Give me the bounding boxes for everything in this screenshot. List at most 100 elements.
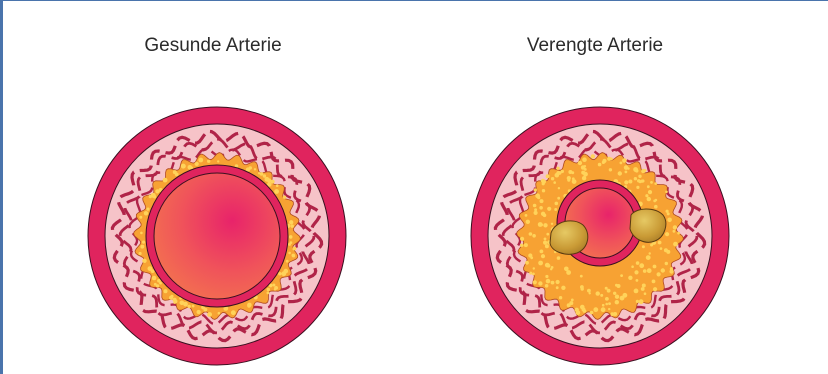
fat-dot [534,211,538,215]
fat-dot [596,291,600,295]
fat-dot [543,223,547,227]
fat-dot [217,160,219,162]
fat-dot [610,158,613,161]
fat-dot [591,154,595,158]
fat-dot [547,207,551,211]
fat-dot [572,179,577,184]
fat-dot [541,179,545,183]
fat-dot [289,220,293,224]
fat-dot [544,238,547,241]
fat-dot [267,288,270,291]
fat-dot [634,270,638,274]
fat-dot [645,194,648,197]
fat-dot [673,225,677,229]
fat-dot [146,208,149,211]
fat-dot [634,289,639,294]
fat-dot [291,225,294,228]
fat-dot [218,312,221,315]
fat-dot [607,289,611,293]
fat-dot [643,269,647,273]
fat-dot [140,232,143,235]
fat-dot [650,181,653,184]
fat-dot [198,158,203,163]
fat-dot [159,282,162,285]
fat-dot [532,273,535,276]
fat-dot [546,279,551,284]
fat-dot [655,199,658,202]
fat-dot [520,237,524,241]
fat-dot [524,243,528,247]
fat-dot [665,262,668,265]
fat-dot [540,199,544,203]
fat-dot [605,287,608,290]
fat-dot [654,182,657,185]
fat-dot [555,202,559,206]
fat-dot [636,261,640,265]
fat-dot [644,292,647,295]
fat-dot [658,241,662,245]
fat-dot [624,180,628,184]
fat-dot [142,259,146,263]
fat-dot [533,280,537,284]
fat-dot [564,267,569,272]
fat-dot [292,254,295,257]
fat-dot [639,263,644,268]
fat-dot [148,266,153,271]
fat-dot [665,232,669,236]
fat-dot [267,178,271,182]
fat-dot [288,252,291,255]
plaque-deposit-right [630,209,666,242]
fat-dot [583,309,587,313]
fat-dot [140,245,144,249]
fat-dot [556,167,559,170]
fat-dot [557,197,560,200]
fat-dot [258,172,260,174]
fat-dot [654,205,658,209]
fat-dot [541,254,545,258]
fat-dot [545,284,549,288]
fat-dot [278,272,281,275]
fat-dot [571,299,574,302]
fat-dot [665,191,668,194]
fat-dot [639,299,644,304]
fat-dot [608,302,611,305]
fat-dot [666,250,670,254]
fat-dot [545,263,550,268]
fat-dot [582,157,587,162]
fat-dot [551,223,553,225]
fat-dot [554,208,557,211]
fat-dot [283,196,286,199]
fat-dot [620,296,625,301]
fat-dot [590,311,594,315]
fat-dot [615,300,619,304]
fat-dot [647,197,651,201]
fat-dot [582,176,586,180]
fat-dot [540,223,543,226]
fat-dot [288,243,291,246]
fat-dot [556,280,560,284]
fat-dot [602,304,605,307]
fat-dot [580,305,585,310]
fat-dot [613,292,616,295]
fat-dot [532,234,536,238]
fat-dot [666,210,669,213]
fat-dot [647,268,652,273]
fat-dot [615,284,618,287]
plaque-deposit-left [550,221,588,254]
healthy-artery [88,107,346,365]
fat-dot [652,280,656,284]
fat-dot [642,245,645,248]
fat-dot [620,162,623,165]
fat-dot [559,296,562,299]
fat-dot [625,171,628,174]
fat-dot [608,308,610,310]
fat-dot [526,220,530,224]
fat-dot [635,169,639,173]
fat-dot [289,235,293,239]
fat-dot [670,268,673,271]
fat-dot [653,265,657,269]
fat-dot [667,212,670,215]
fat-dot [293,247,297,251]
fat-dot [535,193,540,198]
fat-dot [636,186,639,189]
